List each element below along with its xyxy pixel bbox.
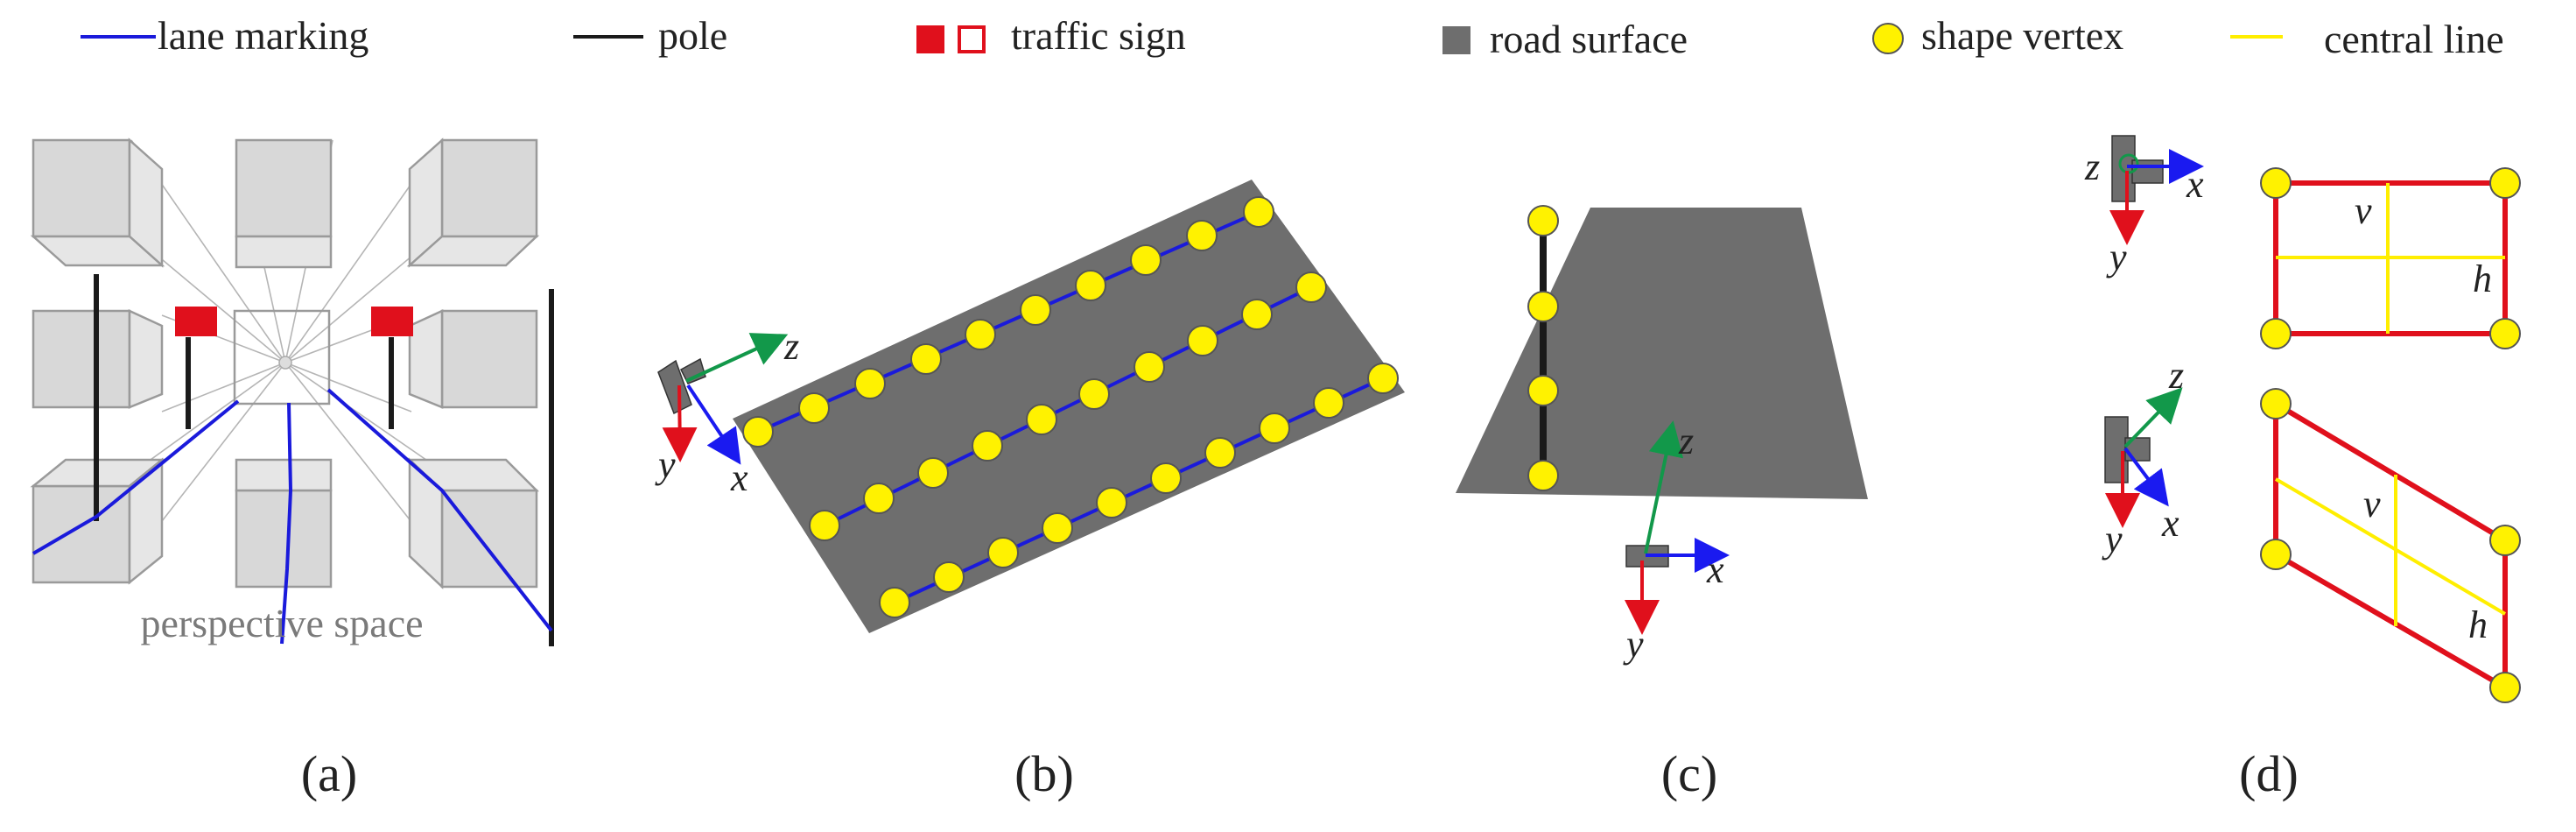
lane-marking-center [280, 402, 293, 645]
traffic-sign-right [371, 307, 413, 336]
legend: lane marking pole traffic sign road surf… [81, 13, 2504, 61]
axis-label-x-d-bottom: x [2161, 502, 2179, 545]
lane-marking-b-2 [824, 286, 1312, 527]
panel-a: perspective space (a) [30, 137, 554, 802]
shape-vertices-b [742, 196, 1399, 618]
road-surface-swatch [1442, 26, 1470, 54]
vanishing-square [233, 309, 331, 405]
legend-label-traffic-sign: traffic sign [1011, 13, 1186, 58]
axis-label-y-d-bottom: y [2102, 518, 2123, 561]
panel-b: z y x (b) [655, 180, 1405, 802]
axis-label-y-b: y [655, 443, 676, 486]
label-v-frontal: v [2355, 189, 2372, 232]
traffic-sign-frontal: v h [2260, 167, 2521, 349]
camera-axes-c: z x y [1623, 420, 1730, 666]
axis-label-z-b: z [783, 325, 799, 368]
traffic-sign-oblique: v h [2260, 388, 2521, 703]
vanishing-point [278, 356, 292, 370]
panel-d: z x y v h z x y [2084, 135, 2521, 802]
axis-label-x-b: x [730, 456, 748, 499]
lane-marking-right [326, 388, 553, 632]
traffic-sign-hollow-swatch [958, 25, 986, 53]
shape-vertex-swatch [1872, 23, 1904, 54]
legend-label-central-line: central line [2324, 17, 2504, 61]
traffic-sign-filled-swatch [916, 25, 944, 53]
axis-label-y-c: y [1623, 623, 1644, 666]
perspective-space-label: perspective space [140, 601, 423, 645]
axis-label-x-d-top: x [2186, 163, 2204, 206]
legend-pole: pole [573, 13, 727, 58]
legend-traffic-sign: traffic sign [916, 13, 1186, 58]
lane-marking-b-3 [894, 377, 1384, 604]
panel-a-caption: (a) [301, 745, 357, 802]
panel-c: z x y (c) [1456, 205, 1868, 802]
panel-b-caption: (b) [1014, 745, 1074, 802]
camera-icon-b [657, 359, 692, 415]
panel-d-caption: (d) [2239, 745, 2299, 802]
legend-label-pole: pole [658, 13, 727, 58]
road-surface-c [1456, 208, 1868, 499]
axis-label-y-d-top: y [2106, 236, 2127, 279]
legend-label-lane-marking: lane marking [158, 13, 369, 58]
lane-marking-left [32, 399, 240, 555]
legend-label-road-surface: road surface [1490, 17, 1688, 61]
axis-label-x-c: x [1706, 548, 1724, 591]
label-v-oblique: v [2363, 483, 2381, 525]
label-h-oblique: h [2468, 603, 2488, 646]
axis-label-z-d-bottom: z [2168, 354, 2184, 397]
legend-central-line: central line [2230, 17, 2504, 61]
camera-axes-d-bottom: z x y [2102, 354, 2184, 561]
label-h-frontal: h [2473, 257, 2492, 300]
camera-axes-b: z y x [655, 325, 799, 499]
camera-axes-d-top: z x y [2084, 135, 2204, 279]
lane-marking-b-1 [757, 210, 1260, 434]
legend-label-shape-vertex: shape vertex [1921, 13, 2123, 58]
legend-lane-marking: lane marking [81, 13, 369, 58]
panel-c-caption: (c) [1661, 745, 1717, 802]
axis-label-z-c: z [1678, 420, 1694, 462]
central-line-horizontal-oblique [2274, 477, 2507, 616]
legend-shape-vertex: shape vertex [1872, 13, 2123, 58]
perspective-cubes [30, 137, 540, 589]
legend-road-surface: road surface [1442, 17, 1688, 61]
shape-vertices-c [1527, 205, 1559, 491]
camera-icon-d-top [2111, 135, 2136, 202]
traffic-sign-left [175, 307, 217, 336]
axis-label-z-d-top: z [2084, 145, 2100, 188]
